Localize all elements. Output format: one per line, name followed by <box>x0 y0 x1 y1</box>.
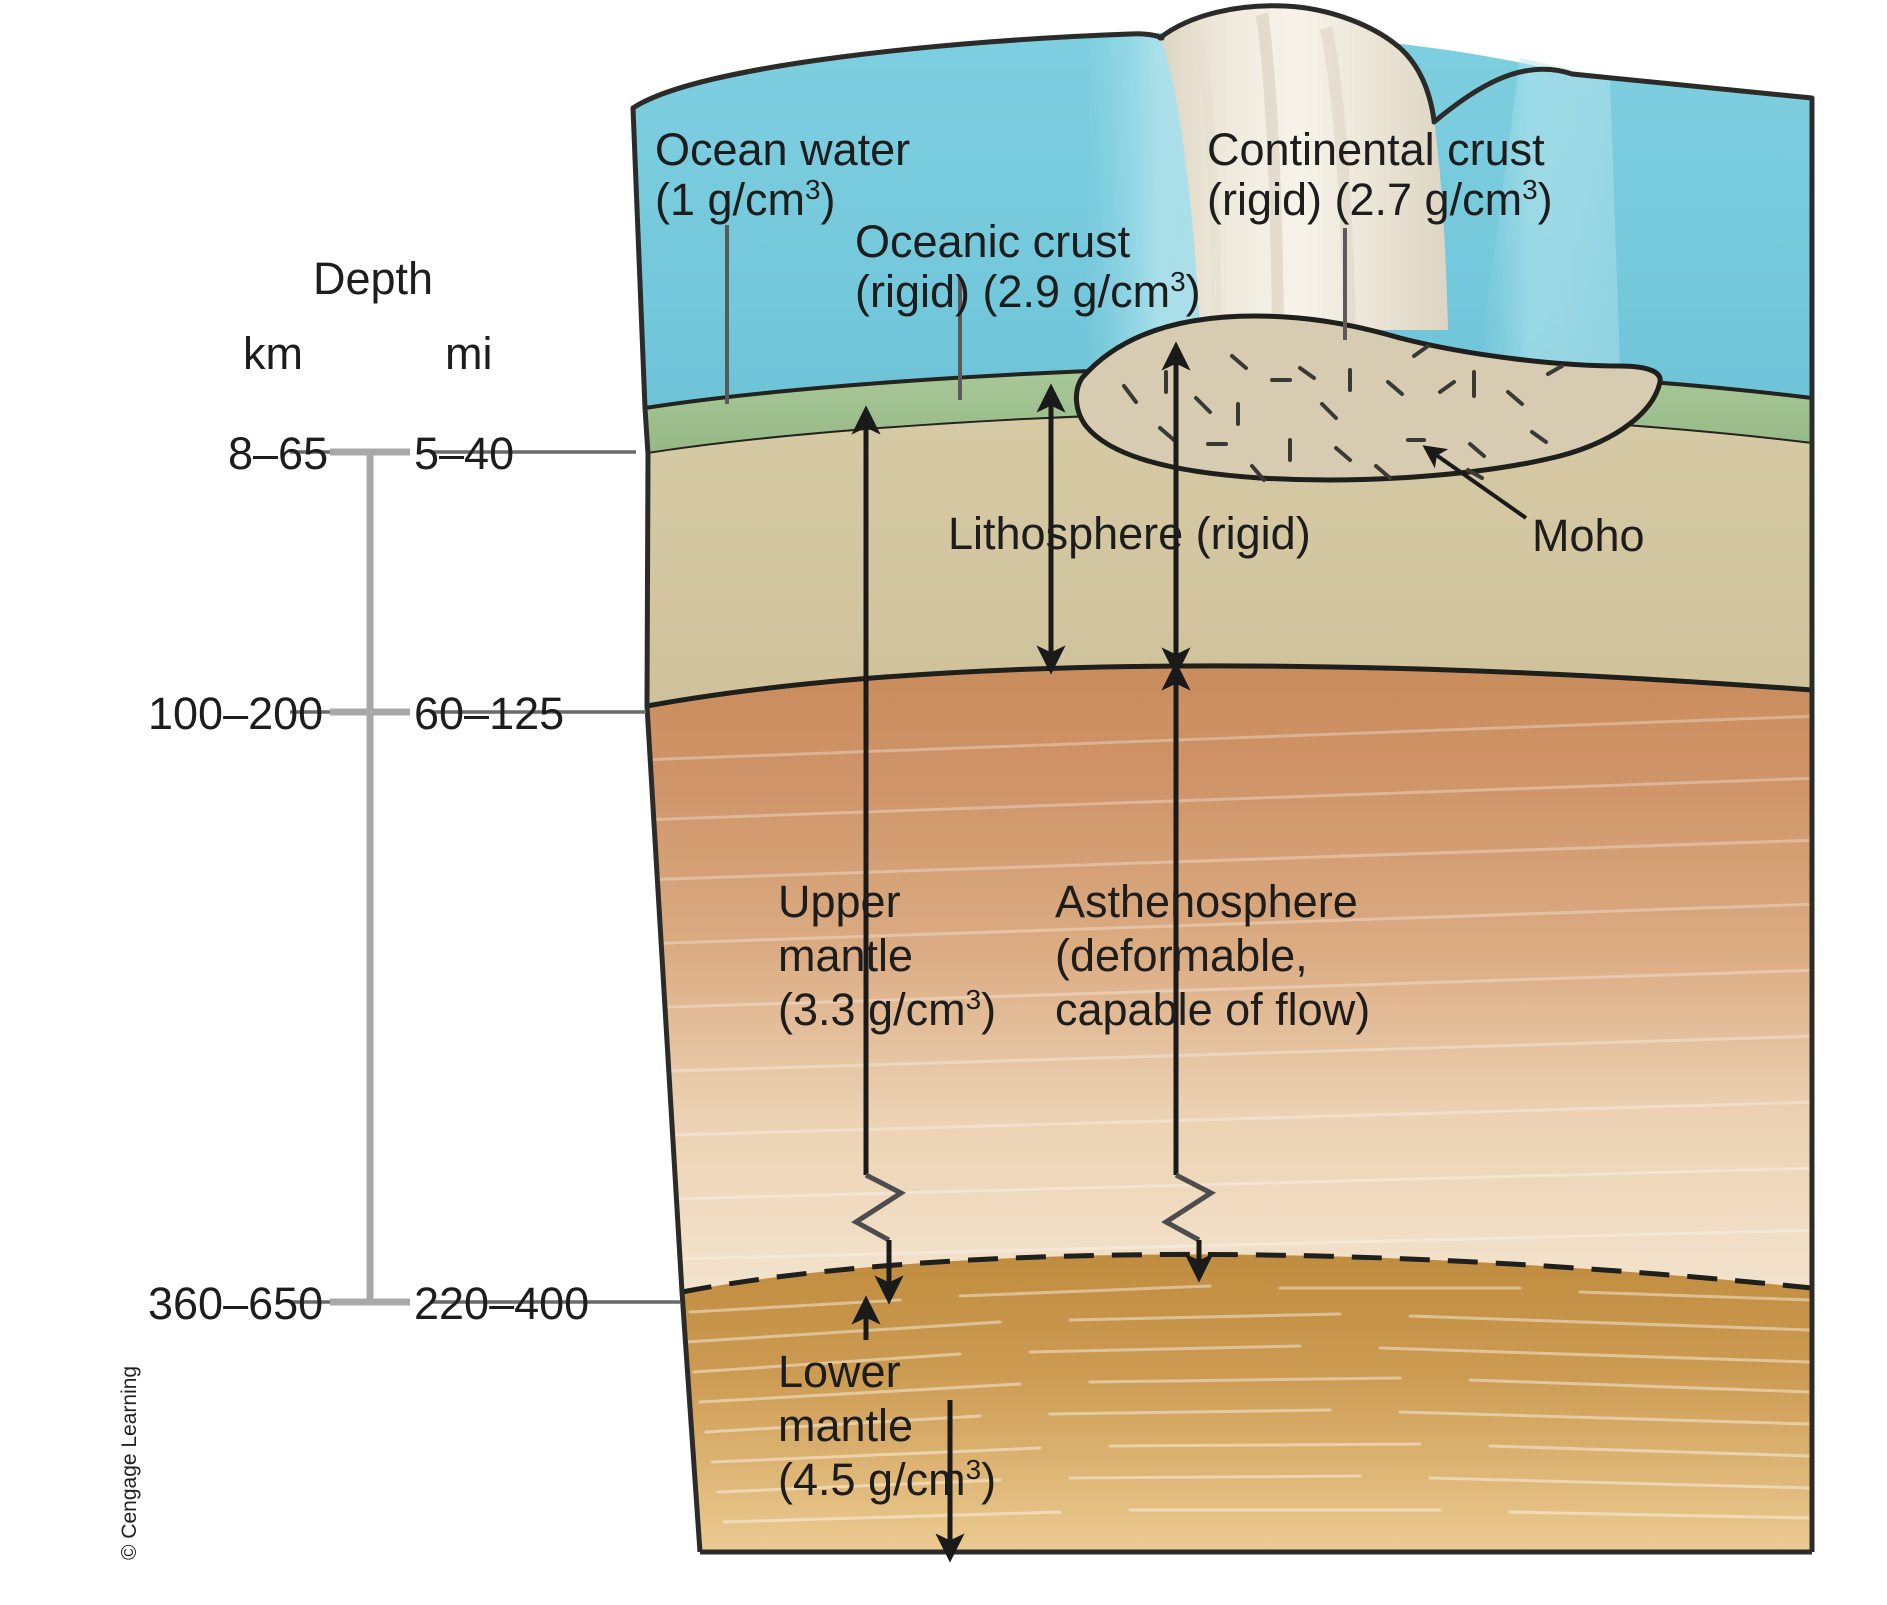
lithosphere-layer <box>647 413 1812 706</box>
continental-crust-exponent: 3 <box>1522 174 1538 205</box>
lower-mantle-striations <box>684 1284 1812 1524</box>
upper-mantle-paren: ) <box>981 984 997 1035</box>
lower-mantle-label-line1: Lower <box>778 1346 901 1397</box>
moho-label: Moho <box>1532 510 1645 561</box>
ocean-water-label-line2: (1 g/cm3) <box>655 176 836 224</box>
mountain-shading-3 <box>1196 44 1222 330</box>
lower-mantle-layer <box>682 1254 1812 1552</box>
lower-mantle-density: (4.5 g/cm <box>778 1454 966 1505</box>
upper-mantle-density: (3.3 g/cm <box>778 984 966 1035</box>
lower-mantle-exponent: 3 <box>965 1454 982 1485</box>
label-leader-lines <box>725 225 1347 404</box>
mountain-outline <box>1157 3 1437 123</box>
oceanic-crust-density: (rigid) (2.9 g/cm <box>855 266 1171 317</box>
crust-hatch-marks <box>1122 344 1564 482</box>
oceanic-crust-exponent: 3 <box>1170 266 1186 297</box>
lower-mantle-paren: ) <box>981 1454 997 1505</box>
earth-block <box>630 3 1815 1555</box>
mountain-shading-1 <box>1256 12 1284 330</box>
upper-mantle-extent-arrow <box>851 405 906 1305</box>
moho-pointer-line <box>1422 445 1528 520</box>
depth-tick-label-km-1: 8–65 <box>228 428 329 479</box>
continental-crust-paren: ) <box>1537 174 1553 225</box>
depth-leader-lines <box>290 450 680 1304</box>
ocean-water-paren: ) <box>820 174 836 225</box>
asthenosphere-label-line2: (deformable, <box>1055 930 1308 981</box>
upper-mantle-exponent: 3 <box>965 984 982 1015</box>
continental-crust-label-line1: Continental crust <box>1207 124 1545 175</box>
continental-highland <box>1160 5 1448 330</box>
asthenosphere-extent-arrow <box>1161 661 1216 1283</box>
ocean-shelf-highlight-right <box>1480 58 1620 366</box>
depth-tick-label-km-3: 360–650 <box>148 1278 324 1329</box>
depth-tick-label-mi-3: 220–400 <box>414 1278 590 1329</box>
depth-tick-label-km-2: 100–200 <box>148 688 324 739</box>
lithosphere-label: Lithosphere (rigid) <box>948 508 1311 559</box>
depth-tick-label-mi-1: 5–40 <box>414 428 515 479</box>
lower-mantle-extent-arrow <box>851 1295 965 1563</box>
depth-unit-km: km <box>243 328 303 379</box>
block-left-edge <box>630 107 703 1553</box>
oceanic-crust-label-line1: Oceanic crust <box>855 216 1131 267</box>
upper-lower-mantle-boundary <box>681 1251 1813 1295</box>
asthenosphere-label-line3: capable of flow) <box>1055 984 1371 1035</box>
continental-crust-body <box>1074 313 1663 483</box>
upper-mantle-layer <box>647 665 1812 1292</box>
depth-scale-ruler <box>330 448 410 1306</box>
lithosphere-asthenosphere-boundary <box>646 663 1813 709</box>
depth-heading: Depth <box>313 253 434 304</box>
copyright-credit: © Cengage Learning <box>118 1365 141 1560</box>
continental-crust-label-line2: (rigid) (2.7 g/cm3) <box>1207 176 1553 224</box>
ocean-water-density: (1 g/cm <box>655 174 806 225</box>
upper-mantle-striations <box>647 714 1812 1262</box>
depth-unit-mi: mi <box>445 328 493 379</box>
depth-tick-label-mi-2: 60–125 <box>414 688 565 739</box>
lower-mantle-label-line2: mantle <box>778 1400 914 1451</box>
upper-mantle-label-line1: Upper <box>778 876 901 927</box>
continental-crust-density: (rigid) (2.7 g/cm <box>1207 174 1523 225</box>
oceanic-crust-label-line2: (rigid) (2.9 g/cm3) <box>855 268 1201 316</box>
asthenosphere-label-line1: Asthenosphere <box>1055 876 1358 927</box>
sea-surface-outline <box>630 31 1165 111</box>
ocean-water-label-line1: Ocean water <box>655 124 911 175</box>
ocean-water-exponent: 3 <box>805 174 821 205</box>
upper-mantle-label-line2: mantle <box>778 930 914 981</box>
upper-mantle-label-line3: (3.3 g/cm3) <box>778 986 996 1034</box>
oceanic-crust-paren: ) <box>1185 266 1201 317</box>
sea-surface-outline-right <box>1431 66 1815 125</box>
lower-mantle-label-line3: (4.5 g/cm3) <box>778 1456 996 1504</box>
